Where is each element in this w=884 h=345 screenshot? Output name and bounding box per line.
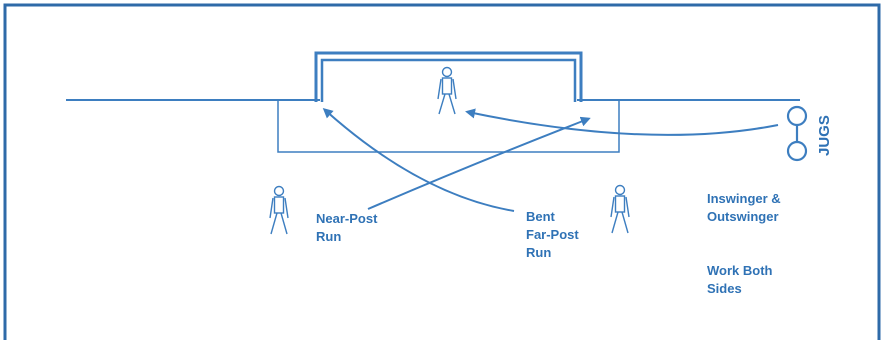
near-post-label-line2: Run — [316, 229, 342, 244]
inswinger-arrow — [465, 108, 779, 136]
bent-far-post-run-label: Bent Far-Post Run — [526, 208, 579, 262]
jugs-machine-icon — [786, 105, 808, 162]
inswinger-label-line1: Inswinger & — [707, 191, 781, 206]
work-both-sides-label: Work Both Sides — [707, 262, 772, 298]
player-icon-goalkeeper — [437, 66, 457, 115]
player-icon-right — [610, 184, 630, 234]
six-yard-box — [277, 100, 620, 153]
inswinger-label-line2: Outswinger — [707, 209, 779, 224]
bent-label-line1: Bent — [526, 209, 555, 224]
near-post-run-arrow — [322, 108, 515, 212]
goal-inner — [320, 58, 577, 102]
near-post-run-label: Near-Post Run — [316, 210, 377, 246]
near-post-label-line1: Near-Post — [316, 211, 378, 226]
inswinger-outswinger-label: Inswinger & Outswinger — [707, 190, 781, 226]
bent-label-line2: Far-Post — [526, 227, 579, 242]
goal-outer — [314, 51, 583, 102]
work-label-line2: Sides — [707, 281, 742, 296]
bent-label-line3: Run — [526, 245, 552, 260]
work-label-line1: Work Both — [707, 263, 773, 278]
diagram-frame — [3, 3, 881, 340]
player-icon-left — [269, 185, 289, 235]
bent-far-post-run-arrow — [367, 116, 591, 210]
jugs-label: JUGS — [816, 115, 833, 156]
